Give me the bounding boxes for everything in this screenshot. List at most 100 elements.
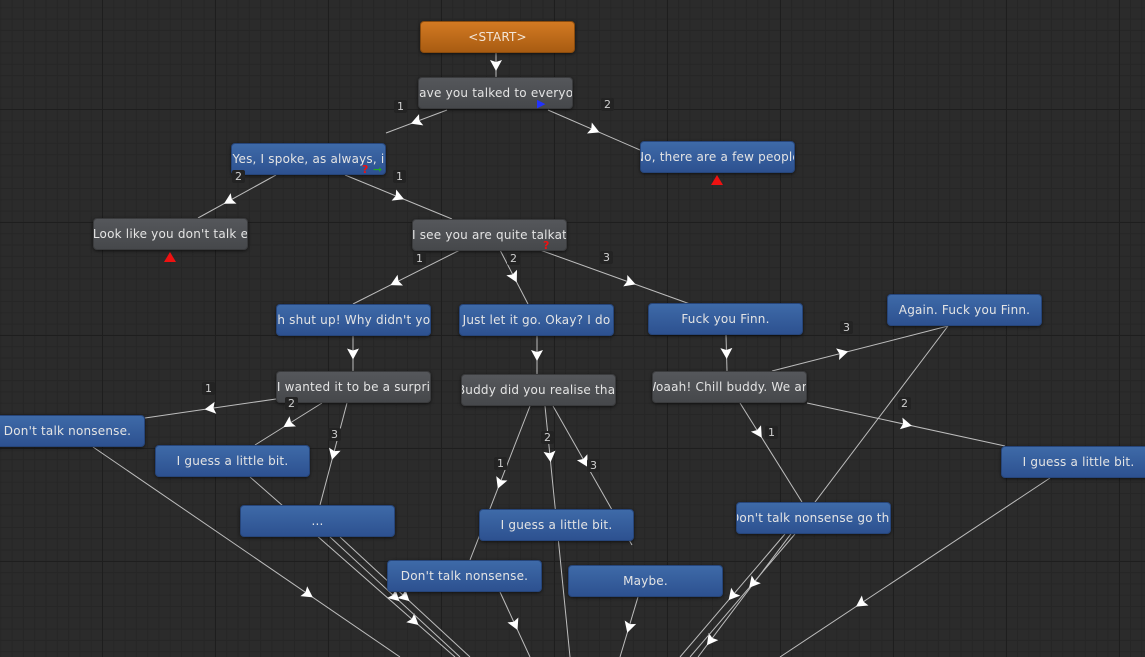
node-text: Don't talk nonsense. (400, 569, 529, 583)
edge-arrow-icon (750, 425, 762, 438)
green-arrow-icon: ➞ (373, 163, 383, 176)
npc-node[interactable]: Woaah! Chill buddy. We are (652, 371, 807, 403)
edge-arrow-icon (391, 189, 405, 201)
edge-arrow-icon (576, 454, 588, 467)
edge-arrow-icon (347, 348, 359, 360)
npc-node[interactable]: Have you talked to everyon (418, 77, 573, 109)
player-node[interactable]: I guess a little bit. (155, 445, 310, 477)
node-text: <START> (468, 30, 527, 44)
node-start[interactable]: <START> (420, 21, 575, 53)
edge-arrow-icon (623, 275, 636, 287)
node-text: Don't talk nonsense go the (736, 511, 891, 525)
edge-arrow-icon (720, 347, 733, 359)
node-text: Yes, I spoke, as always, i (232, 152, 385, 166)
player-node[interactable]: Ah shut up! Why didn't you (276, 304, 431, 336)
player-node[interactable]: Don't talk nonsense. (0, 415, 145, 447)
edge-choice-badge: 2 (507, 252, 520, 265)
edge-arrow-icon (283, 416, 296, 428)
edge-line (539, 249, 691, 305)
edge-arrow-icon (899, 417, 912, 430)
edge-choice-badge: 2 (541, 431, 554, 444)
node-text: I guess a little bit. (176, 454, 289, 468)
edge-arrow-icon (410, 114, 424, 126)
edge-line (689, 533, 796, 657)
edge-arrow-icon (406, 613, 419, 625)
npc-node[interactable]: I wanted it to be a surpri (276, 371, 431, 403)
node-text: Fuck you Finn. (681, 312, 770, 326)
edge-line (771, 325, 949, 372)
edge-arrow-icon (300, 586, 313, 598)
node-text: ... (311, 514, 324, 528)
player-node[interactable]: Fuck you Finn. (648, 303, 803, 335)
edge-arrow-icon (587, 122, 600, 134)
node-text: Look like you don't talk e (93, 227, 248, 241)
edge-choice-badge: 1 (765, 426, 778, 439)
npc-node[interactable]: I see you are quite talkat (412, 219, 567, 251)
node-text: I wanted it to be a surpri (276, 380, 431, 394)
edge-arrow-icon (531, 350, 543, 361)
edge-choice-badge: 2 (601, 98, 614, 111)
node-text: Buddy did you realise that (461, 383, 616, 397)
node-text: I see you are quite talkat (412, 228, 567, 242)
edge-choice-badge: 2 (232, 170, 245, 183)
edge-choice-badge: 3 (600, 251, 613, 264)
player-node[interactable]: No, there are a few people (640, 141, 795, 173)
node-text: Just let it go. Okay? I do (462, 313, 611, 327)
node-text: Again. Fuck you Finn. (898, 303, 1031, 317)
edge-arrow-icon (496, 476, 508, 489)
player-node[interactable]: Just let it go. Okay? I do (459, 304, 614, 336)
node-text: No, there are a few people (640, 150, 795, 164)
edge-arrow-icon (328, 447, 341, 460)
edge-choice-badge: 1 (393, 170, 406, 183)
edge-arrow-icon (390, 274, 403, 286)
node-text: Woaah! Chill buddy. We are (652, 380, 807, 394)
edge-arrow-icon (507, 617, 519, 630)
node-text: Maybe. (623, 574, 668, 588)
player-node[interactable]: Don't talk nonsense. (387, 560, 542, 592)
edge-arrow-icon (624, 620, 637, 633)
edge-arrow-icon (387, 589, 400, 602)
player-node[interactable]: Maybe. (568, 565, 723, 597)
edge-choice-badge: 3 (587, 459, 600, 472)
edge-line (92, 446, 401, 657)
node-text: Don't talk nonsense. (3, 424, 132, 438)
edge-arrow-icon (749, 575, 761, 588)
edge-choice-badge: 1 (394, 100, 407, 113)
edge-choice-badge: 1 (413, 252, 426, 265)
red-triangle-icon (164, 252, 176, 262)
node-text: I guess a little bit. (500, 518, 613, 532)
node-text: I guess a little bit. (1022, 455, 1135, 469)
edge-arrow-icon (728, 587, 741, 601)
edge-arrow-icon (204, 401, 217, 414)
blue-play-icon: ▶ (537, 97, 546, 110)
edge-choice-badge: 2 (898, 397, 911, 410)
edge-arrow-icon (490, 60, 502, 71)
red-triangle-icon (711, 175, 723, 185)
edge-arrow-icon (506, 269, 518, 283)
player-node[interactable]: I guess a little bit. (1001, 446, 1145, 478)
npc-node[interactable]: Buddy did you realise that (461, 374, 616, 406)
edge-arrow-icon (706, 632, 719, 646)
red-question-icon: ? (362, 163, 369, 176)
edge-arrow-icon (836, 348, 849, 361)
player-node[interactable]: Yes, I spoke, as always, i (231, 143, 386, 175)
player-node[interactable]: Again. Fuck you Finn. (887, 294, 1042, 326)
npc-node[interactable]: Look like you don't talk e (93, 218, 248, 250)
edge-arrow-icon (223, 193, 237, 204)
edge-line (197, 174, 277, 219)
edge-line (352, 249, 461, 305)
edge-choice-badge: 2 (285, 397, 298, 410)
edge-choice-badge: 1 (202, 382, 215, 395)
edge-arrow-icon (855, 595, 869, 607)
edge-choice-badge: 3 (328, 428, 341, 441)
edge-choice-badge: 1 (494, 457, 507, 470)
edge-line (779, 477, 1051, 657)
node-text: Ah shut up! Why didn't you (276, 313, 431, 327)
player-node[interactable]: ... (240, 505, 395, 537)
player-node[interactable]: I guess a little bit. (479, 509, 634, 541)
edge-line (739, 402, 803, 503)
node-text: Have you talked to everyon (418, 86, 573, 100)
player-node[interactable]: Don't talk nonsense go the (736, 502, 891, 534)
